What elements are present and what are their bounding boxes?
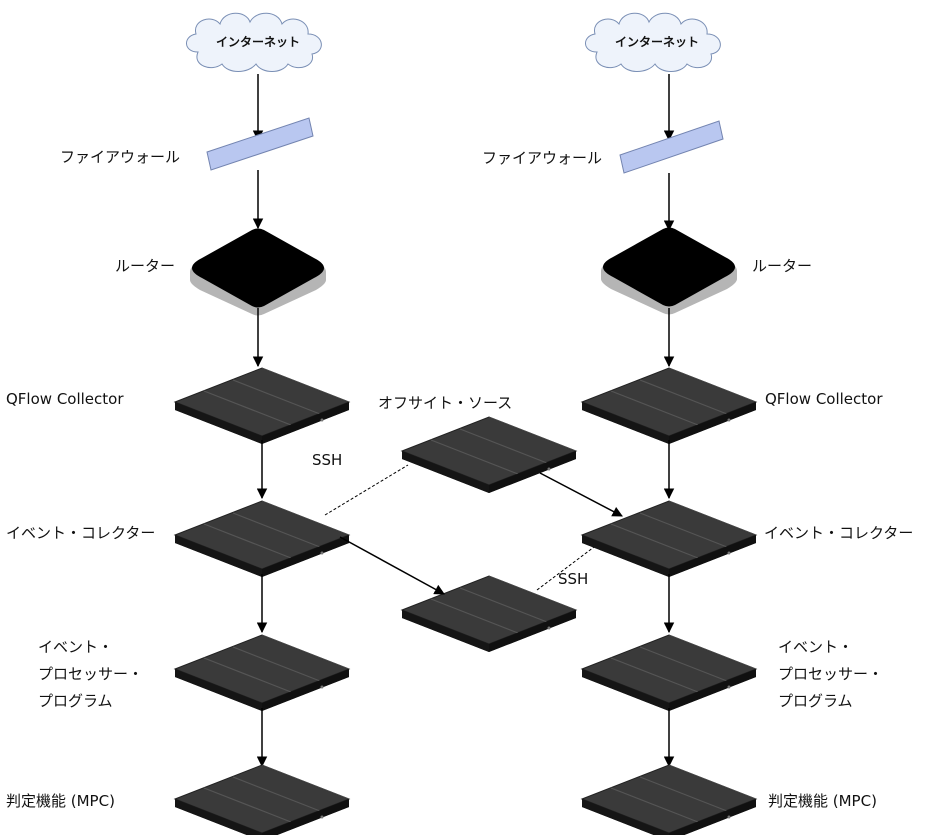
left-event-processor-appliance-icon [174, 634, 350, 712]
right-event-processor-label-1: イベント・ [778, 638, 853, 656]
right-internet-cloud: インターネット [584, 12, 721, 72]
right-event-processor-label-2: プロセッサー・ [778, 665, 883, 683]
left-event-collector-label: イベント・コレクター [6, 524, 155, 542]
arrow-left-collector-to-offsite-target [339, 536, 445, 595]
left-event-collector-appliance-icon [174, 500, 350, 578]
left-event-processor-label-1: イベント・ [38, 638, 113, 656]
offsite-target-appliance-icon [401, 575, 577, 653]
left-qflow-label: QFlow Collector [6, 390, 124, 408]
offsite-source-label: オフサイト・ソース [378, 394, 512, 412]
right-event-processor-label-3: プログラム [778, 692, 853, 710]
right-router-icon [601, 227, 737, 315]
right-qflow-appliance-icon [581, 367, 757, 445]
right-event-collector-appliance-icon [581, 500, 757, 578]
left-firewall-label: ファイアウォール [60, 148, 180, 166]
ssh-right-label: SSH [558, 570, 588, 588]
left-event-processor-label-2: プロセッサー・ [38, 665, 143, 683]
left-internet-label: インターネット [216, 35, 300, 49]
right-qflow-label: QFlow Collector [765, 390, 883, 408]
right-firewall-icon [619, 120, 724, 174]
right-mpc-label: 判定機能 (MPC) [768, 792, 877, 810]
ssh-left-label: SSH [312, 451, 342, 469]
left-mpc-appliance-icon [174, 764, 350, 835]
right-firewall-label: ファイアウォール [482, 149, 602, 167]
ssh-link-left [324, 464, 409, 516]
left-internet-cloud: インターネット [185, 12, 322, 72]
right-router-label: ルーター [752, 257, 812, 275]
ssh-link-right [536, 543, 599, 591]
left-event-processor-label-3: プログラム [38, 692, 113, 710]
right-event-collector-label: イベント・コレクター [764, 524, 913, 542]
left-router-icon [190, 228, 326, 316]
offsite-source-appliance-icon [401, 416, 577, 494]
left-router-label: ルーター [115, 257, 175, 275]
right-internet-label: インターネット [615, 35, 699, 49]
left-qflow-appliance-icon [174, 367, 350, 445]
right-mpc-appliance-icon [581, 764, 757, 835]
right-event-processor-appliance-icon [581, 634, 757, 712]
left-firewall-icon [206, 117, 314, 171]
arrow-offsite-source-to-right-collector [539, 472, 623, 517]
left-mpc-label: 判定機能 (MPC) [6, 792, 115, 810]
